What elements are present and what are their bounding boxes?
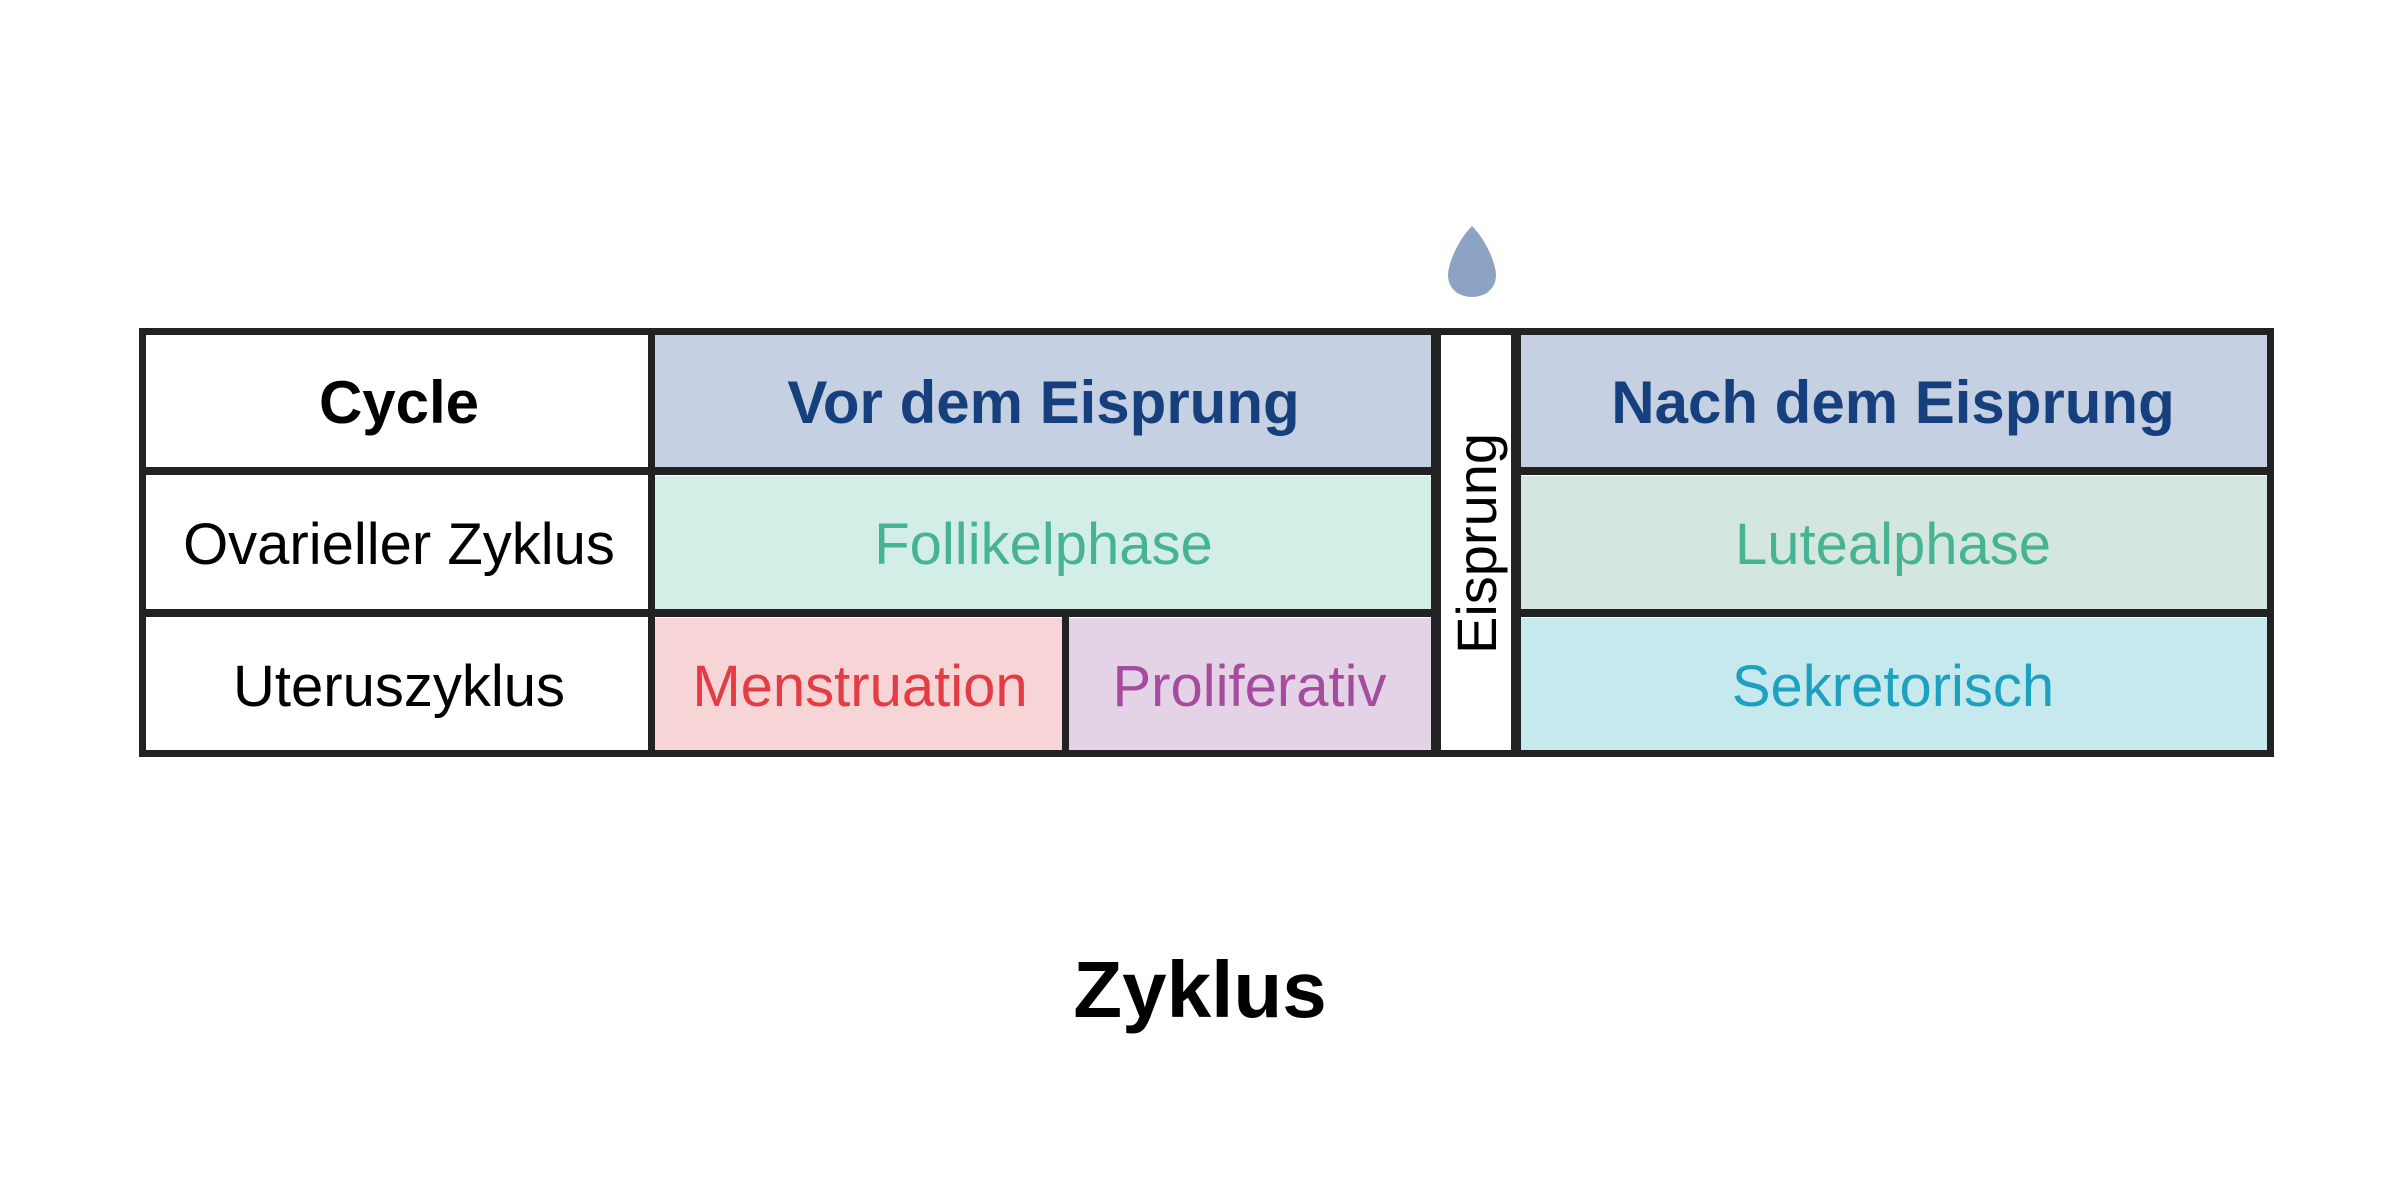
secretory-label: Sekretorisch (1731, 653, 2055, 719)
menstruation-cell: Menstruation (654, 618, 1066, 754)
row-ovarian-label: Ovarieller Zyklus (183, 511, 615, 577)
egg-icon (1448, 226, 1496, 297)
secretory-cell: Sekretorisch (1518, 618, 2268, 754)
menstruation-label: Menstruation (692, 653, 1028, 719)
row-divider-2-right (1511, 609, 2274, 617)
diagram-title: Zyklus (1073, 945, 1327, 1034)
row-ovarian-label-cell: Ovarieller Zyklus (144, 476, 654, 612)
row-divider-1-right (1511, 467, 2274, 475)
divider-menstruation-proliferative (1062, 612, 1069, 757)
header-cycle-label: Cycle (318, 368, 480, 436)
border-top (139, 328, 2274, 335)
row-uterine-label-cell: Uteruszyklus (144, 618, 654, 754)
divider-label-column (648, 328, 655, 757)
luteal-phase-label: Lutealphase (1734, 511, 2052, 577)
egg-shape (1448, 226, 1496, 297)
row-uterine-label: Uteruszyklus (233, 653, 565, 719)
header-cycle-cell: Cycle (144, 334, 654, 470)
ovulation-label: Eisprung (1445, 432, 1508, 655)
divider-ovulation-right (1511, 328, 1521, 757)
row-divider-2-left (139, 609, 1441, 617)
divider-ovulation-left (1431, 328, 1441, 757)
header-after-ovulation-cell: Nach dem Eisprung (1518, 334, 2268, 470)
follicular-phase-label: Follikelphase (874, 511, 1213, 577)
header-before-ovulation-label: Vor dem Eisprung (787, 368, 1300, 436)
header-after-ovulation-label: Nach dem Eisprung (1611, 368, 2175, 436)
header-before-ovulation-cell: Vor dem Eisprung (654, 334, 1433, 470)
luteal-phase-cell: Lutealphase (1518, 476, 2268, 612)
border-bottom (139, 750, 2274, 757)
proliferative-label: Proliferativ (1112, 653, 1387, 719)
ovulation-column: Eisprung (1441, 337, 1512, 750)
proliferative-cell: Proliferativ (1066, 618, 1433, 754)
border-left (139, 328, 146, 757)
row-divider-1-left (139, 467, 1441, 475)
border-right (2267, 328, 2274, 757)
follicular-phase-cell: Follikelphase (654, 476, 1433, 612)
